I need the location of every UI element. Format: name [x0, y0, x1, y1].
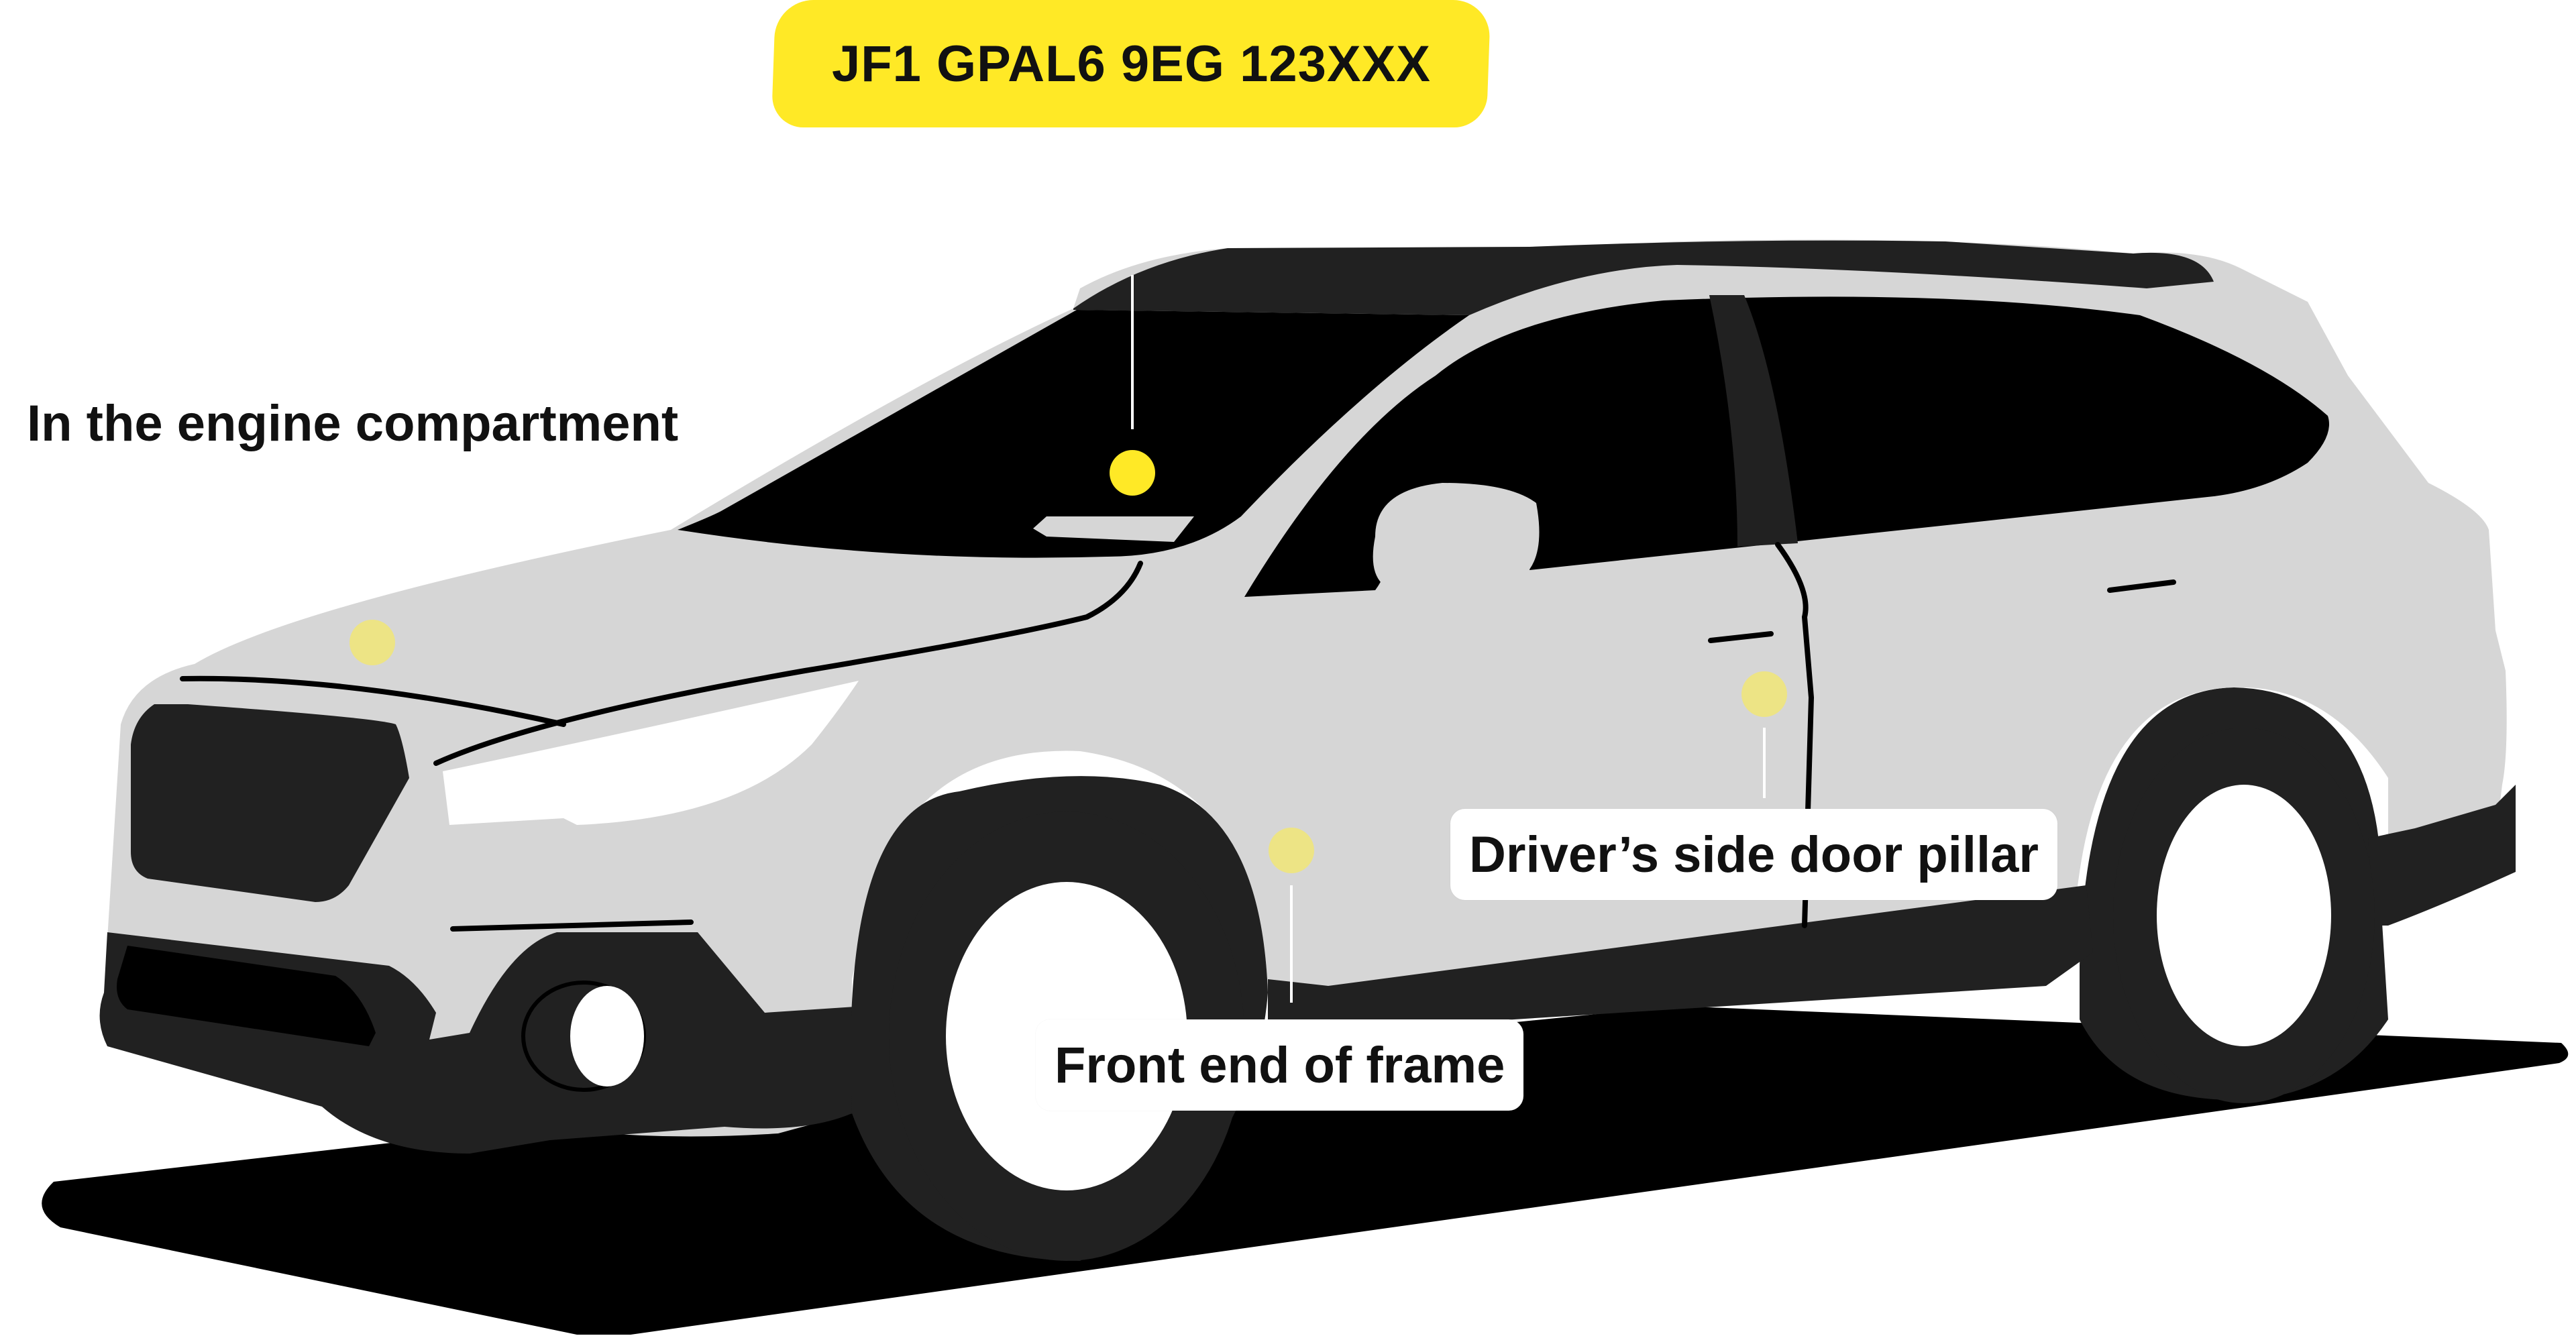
fog-light [570, 986, 644, 1086]
side-mirror [1373, 483, 1540, 583]
marker-engine[interactable] [350, 620, 395, 665]
windshield [678, 310, 1469, 558]
front-grille [131, 704, 409, 902]
lower-vent [117, 946, 376, 1046]
marker-frame[interactable] [1269, 828, 1314, 873]
ground-shadow [42, 1006, 2569, 1335]
marker-door-pillar[interactable] [1741, 671, 1787, 717]
label-door-pillar-text: Driver’s side door pillar [1469, 826, 2039, 883]
leader-lines [1131, 275, 1766, 1003]
headlight [443, 681, 859, 825]
label-front-frame: Front end of frame [1036, 1019, 1524, 1111]
label-door-pillar: Driver’s side door pillar [1450, 809, 2057, 900]
vin-number: JF1 GPAL6 9EG 123XXX [831, 35, 1431, 93]
roof [1073, 240, 2214, 315]
dashboard-vin-plate [1033, 516, 1194, 542]
label-engine-compartment: In the engine compartment [27, 395, 679, 452]
b-pillar [1709, 295, 1798, 547]
side-sill [1268, 885, 2093, 1033]
side-windows [1244, 296, 2329, 597]
rear-bumper [2368, 785, 2516, 926]
vin-badge: JF1 GPAL6 9EG 123XXX [771, 0, 1491, 127]
marker-dashboard[interactable] [1110, 450, 1155, 496]
rear-wheel-hole [2157, 785, 2331, 1046]
body-lines [180, 519, 2176, 932]
label-front-frame-text: Front end of frame [1055, 1036, 1505, 1094]
